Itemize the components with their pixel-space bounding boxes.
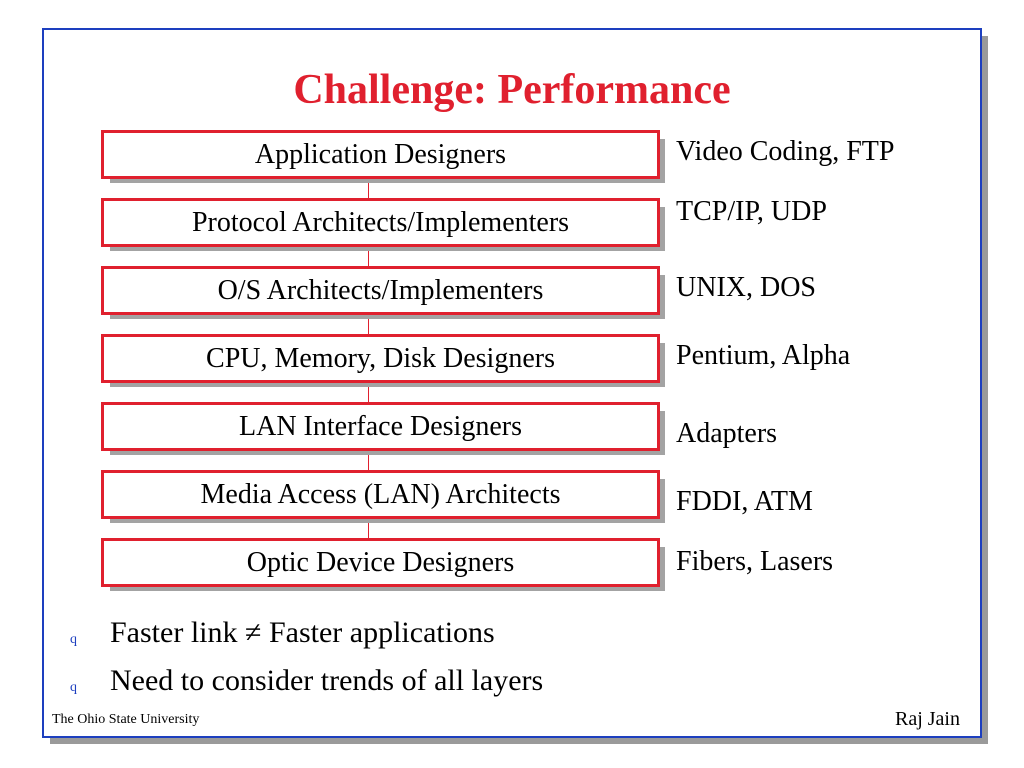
- layer-box-optic: Optic Device Designers: [101, 538, 660, 587]
- layer-label: Optic Device Designers: [246, 546, 515, 578]
- layer-label: Application Designers: [254, 138, 507, 170]
- layer-box-os: O/S Architects/Implementers: [101, 266, 660, 315]
- layer-example: TCP/IP, UDP: [676, 196, 827, 227]
- footer-author: Raj Jain: [895, 708, 960, 730]
- layer-box-application: Application Designers: [101, 130, 660, 179]
- layer-box-media-access: Media Access (LAN) Architects: [101, 470, 660, 519]
- layer-example: FDDI, ATM: [676, 486, 813, 517]
- layer-connector: [368, 181, 369, 198]
- layer-box-cpu: CPU, Memory, Disk Designers: [101, 334, 660, 383]
- slide-title: Challenge: Performance: [293, 67, 731, 113]
- layer-label: Protocol Architects/Implementers: [191, 206, 570, 238]
- layer-connector: [368, 453, 369, 470]
- layer-box-lan-interface: LAN Interface Designers: [101, 402, 660, 451]
- layer-connector: [368, 317, 369, 334]
- layer-label: CPU, Memory, Disk Designers: [206, 342, 555, 374]
- layer-label: LAN Interface Designers: [239, 410, 522, 442]
- bullet-text: Faster link ≠ Faster applications: [110, 616, 495, 649]
- layer-label: O/S Architects/Implementers: [217, 274, 544, 306]
- layer-box-protocol: Protocol Architects/Implementers: [101, 198, 660, 247]
- layer-connector: [368, 249, 369, 266]
- layer-example: Fibers, Lasers: [676, 546, 834, 577]
- bullet-marker: q: [70, 680, 77, 695]
- bullet-text: Need to consider trends of all layers: [110, 664, 544, 697]
- layer-connector: [368, 385, 369, 402]
- layer-example: Pentium, Alpha: [676, 340, 851, 371]
- layer-label: Media Access (LAN) Architects: [200, 478, 561, 510]
- layer-example: Video Coding, FTP: [676, 136, 895, 167]
- bullet-marker: q: [70, 632, 77, 647]
- layer-connector: [368, 521, 369, 538]
- layer-example: UNIX, DOS: [676, 272, 816, 303]
- footer-institution: The Ohio State University: [52, 712, 200, 727]
- layer-example: Adapters: [676, 418, 778, 449]
